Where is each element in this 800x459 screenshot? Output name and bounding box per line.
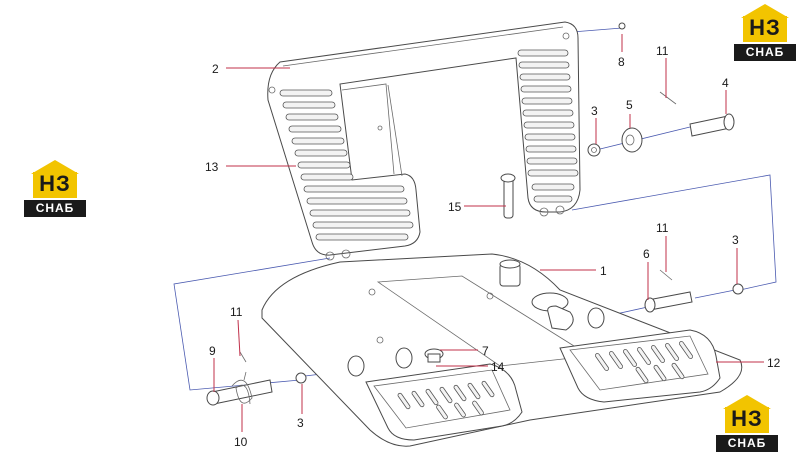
pedal-14-slots (397, 380, 495, 420)
logo-roof-icon (31, 160, 79, 174)
right-plate-slots (517, 49, 579, 203)
spring-pin-assembly (206, 351, 307, 406)
callout-3-right: 3 (732, 233, 739, 247)
callout-15: 15 (448, 200, 462, 214)
logo-left: НЗ СНАБ (24, 160, 86, 220)
callout-labels: 2 13 15 1 3 5 4 11 8 6 11 3 12 7 14 11 9… (205, 44, 781, 449)
callout-14: 14 (491, 360, 505, 374)
callout-10: 10 (234, 435, 248, 449)
pedal-12 (559, 329, 721, 403)
callout-3-lower: 3 (297, 416, 304, 430)
logo-letters: НЗ (749, 15, 781, 40)
callout-13: 13 (205, 160, 219, 174)
callout-7: 7 (482, 344, 489, 358)
leader-lines (213, 34, 764, 432)
callout-1: 1 (600, 264, 607, 278)
assembly-lines (173, 27, 777, 391)
logo-roof-icon (741, 4, 789, 18)
logo-caption: СНАБ (734, 44, 796, 61)
pin-15 (499, 173, 521, 287)
logo-caption: СНАБ (24, 200, 86, 217)
callout-8: 8 (618, 55, 625, 69)
callout-9: 9 (209, 344, 216, 358)
callout-3-upper: 3 (591, 104, 598, 118)
lower-right-pin (644, 269, 744, 313)
pedal-12-slots (595, 341, 693, 384)
callout-2: 2 (212, 62, 219, 76)
stopper-7 (424, 348, 444, 363)
logo-letters: НЗ (39, 171, 71, 196)
callout-11-upper: 11 (656, 44, 669, 58)
logo-roof-icon (723, 395, 771, 409)
callout-4: 4 (722, 76, 729, 90)
upper-bracket (267, 21, 581, 261)
callout-5: 5 (626, 98, 633, 112)
callout-11-right: 11 (656, 221, 669, 235)
logo-bottom-right: НЗ СНАБ (716, 395, 778, 455)
logo-letters: НЗ (731, 406, 763, 431)
callout-6: 6 (643, 247, 650, 261)
upper-pin-assembly (587, 22, 735, 157)
logo-top-right: НЗ СНАБ (734, 4, 796, 64)
logo-caption: СНАБ (716, 435, 778, 452)
left-plate-slots (279, 89, 414, 241)
callout-12: 12 (767, 356, 781, 370)
callout-11-left: 11 (230, 305, 243, 319)
pedal-14 (365, 363, 523, 441)
